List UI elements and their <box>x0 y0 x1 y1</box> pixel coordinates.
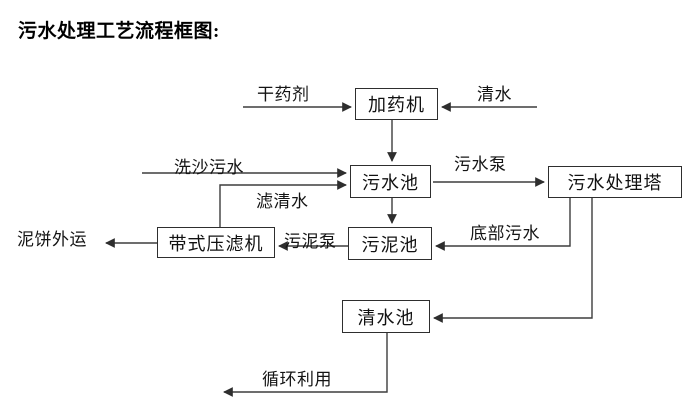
flow-label-bottom-sewage: 底部污水 <box>470 224 540 243</box>
flow-label-filtered-water: 滤清水 <box>256 192 309 211</box>
node-sewage-pool: 污水池 <box>350 165 431 198</box>
edge-press-to-sewage-pool-filtered-water <box>219 180 347 227</box>
flow-label-clean-water: 清水 <box>477 85 512 104</box>
node-belt-filter-press: 带式压滤机 <box>157 227 275 258</box>
node-sewage-treatment-tower: 污水处理塔 <box>548 166 682 198</box>
flow-label-sewage-pump: 污水泵 <box>454 155 507 174</box>
flow-label-recycling: 循环利用 <box>262 370 332 389</box>
edge-clean-water-pool-to-recycling <box>223 333 388 397</box>
node-sludge-pool: 污泥池 <box>348 227 432 260</box>
flow-label-sludge-pump: 污泥泵 <box>284 232 337 251</box>
edge-tower-to-sludge-pool-bottom-sewage <box>435 198 571 251</box>
flow-label-sand-washing-sewage: 洗沙污水 <box>174 158 244 177</box>
flow-label-mud-cake-outbound: 泥饼外运 <box>17 230 87 249</box>
flow-label-dry-agent: 干药剂 <box>257 85 310 104</box>
diagram-title: 污水处理工艺流程框图: <box>18 21 220 42</box>
node-dosing-machine: 加药机 <box>355 88 438 120</box>
node-clean-water-pool: 清水池 <box>342 300 430 333</box>
edge-tower-to-clean-water-pool <box>433 198 593 323</box>
